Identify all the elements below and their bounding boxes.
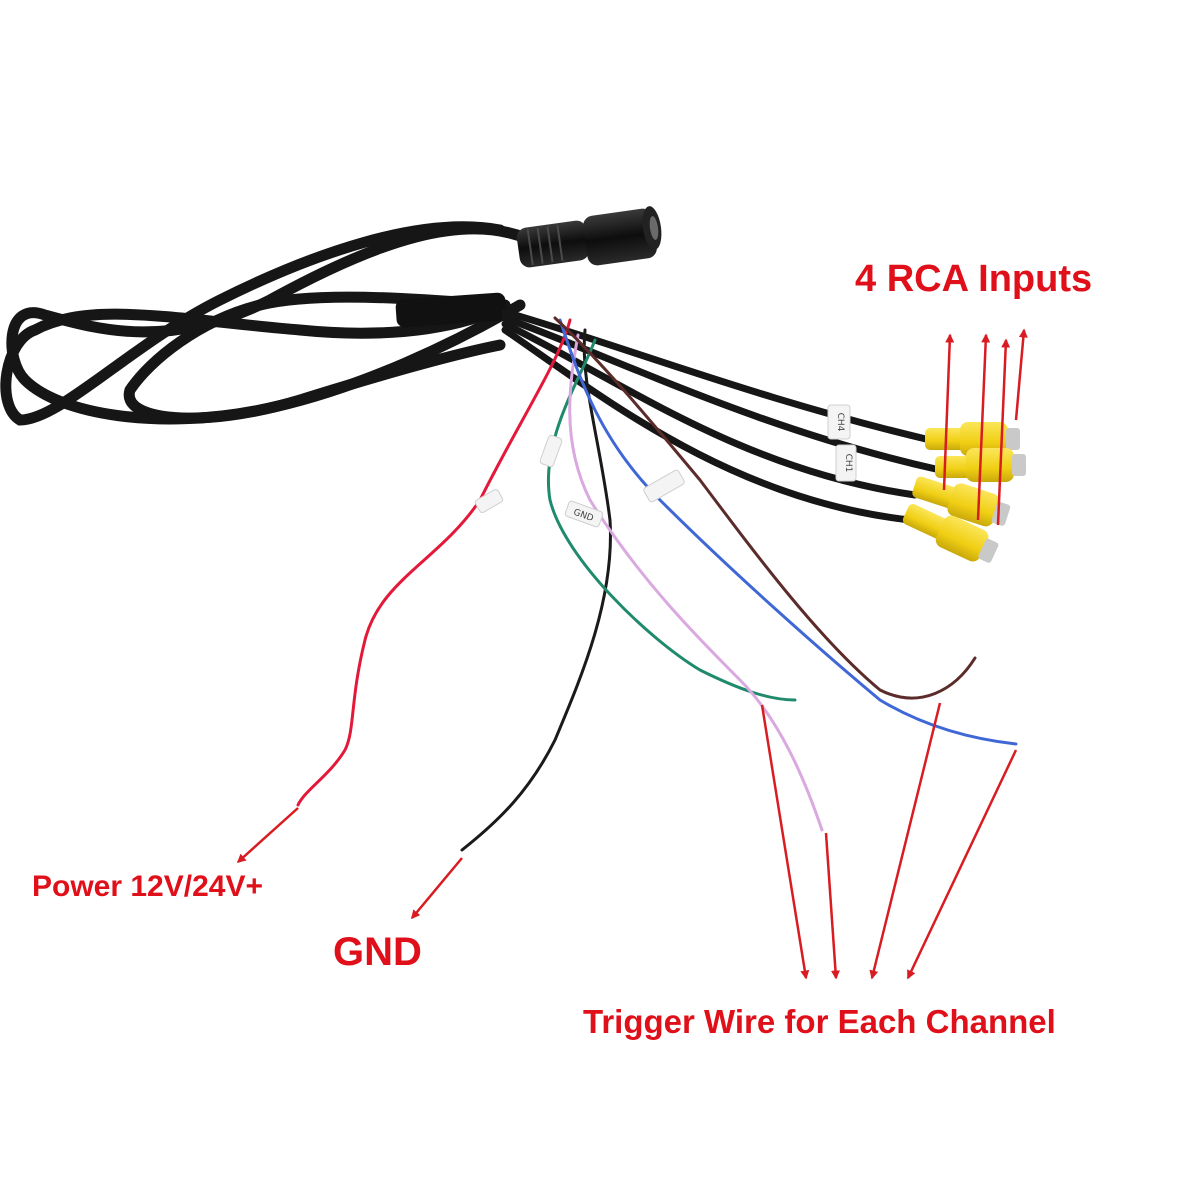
arrow-icon: [236, 807, 299, 864]
green-trigger-wire: [547, 338, 797, 702]
arrow-icon: [824, 832, 840, 980]
din-connector-icon: [516, 206, 662, 268]
tag-ch4: CH4: [835, 413, 845, 432]
arrow-icon: [906, 749, 1018, 980]
pink-trigger-wire: [568, 333, 824, 832]
gnd-label: GND: [333, 930, 422, 974]
power-label: Power 12V/24V+: [32, 870, 263, 903]
rca-plug-icon: [925, 422, 1020, 456]
rca-plug-icon: [912, 476, 1011, 527]
wire-tags: GND: [474, 434, 685, 528]
rca-inputs-label: 4 RCA Inputs: [855, 258, 1093, 300]
tag-ch1: CH1: [843, 454, 853, 473]
annotation-arrows: [236, 328, 1028, 980]
red-power-wire: [296, 318, 572, 807]
cable-junction: [395, 292, 507, 328]
trigger-wires: [296, 316, 1018, 852]
brown-trigger-wire: [553, 316, 977, 700]
rca-plugs: [902, 422, 1026, 563]
trigger-wire-label: Trigger Wire for Each Channel: [583, 1003, 1056, 1040]
arrow-icon: [942, 333, 955, 491]
arrow-icon: [760, 704, 810, 980]
main-cable: [0, 221, 546, 426]
arrow-icon: [1014, 328, 1028, 421]
rca-plug-icon: [902, 504, 999, 563]
arrow-icon: [976, 333, 991, 521]
arrow-icon: [411, 857, 463, 920]
rca-cable-tags: CH4 CH1: [827, 404, 857, 482]
black-gnd-wire: [460, 328, 612, 852]
arrow-icon: [996, 338, 1011, 526]
arrow-icon: [869, 702, 942, 980]
blue-trigger-wire: [558, 318, 1018, 746]
